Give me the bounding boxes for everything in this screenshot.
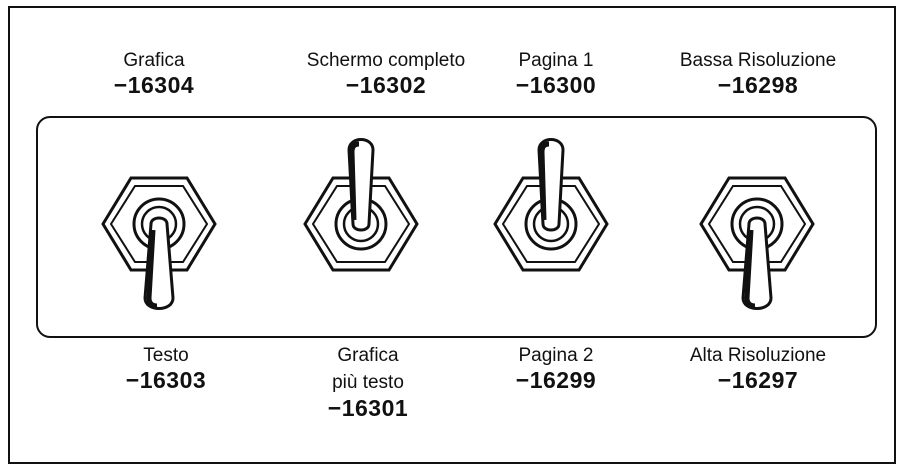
switch-1-toggle[interactable]	[97, 150, 221, 310]
switch-3-bottom-name: Pagina 2	[518, 345, 594, 366]
switch-2-top-name: Schermo completo	[306, 50, 466, 71]
switch-1-bottom-name: Testo	[143, 345, 189, 366]
diagram-frame	[8, 6, 896, 464]
switch-4-bottom-code: −16297	[717, 367, 799, 394]
switch-4-top-name: Bassa Risoluzione	[679, 50, 837, 71]
switch-1-top-label: Grafica −16304	[44, 50, 264, 99]
switch-4-top-label: Bassa Risoluzione −16298	[642, 50, 874, 99]
switch-1-bottom-label: Testo −16303	[56, 345, 276, 394]
switch-3-top-label: Pagina 1 −16300	[446, 50, 666, 99]
switch-3-bottom-code: −16299	[515, 367, 597, 394]
switch-2-bottom-label: Grafica più testo −16301	[258, 345, 478, 421]
switch-3-top-name: Pagina 1	[518, 50, 594, 71]
switch-1-top-code: −16304	[113, 72, 195, 99]
switch-2-toggle[interactable]	[299, 136, 423, 296]
switch-2-bottom-code: −16301	[327, 394, 409, 421]
switch-4-bottom-name: Alta Risoluzione	[689, 345, 827, 366]
switch-4-toggle[interactable]	[695, 150, 819, 310]
switch-4-bottom-label: Alta Risoluzione −16297	[648, 345, 868, 394]
switch-3-toggle[interactable]	[489, 136, 613, 296]
switch-2-bottom-name: Grafica	[337, 345, 399, 366]
switch-4-top-code: −16298	[717, 72, 799, 99]
switch-2-top-code: −16302	[345, 72, 427, 99]
switch-2-bottom-name2: più testo	[332, 372, 404, 394]
switch-1-top-name: Grafica	[123, 50, 185, 71]
switch-1-bottom-code: −16303	[125, 367, 207, 394]
switch-2-top-label: Schermo completo −16302	[266, 50, 506, 99]
switch-3-bottom-label: Pagina 2 −16299	[446, 345, 666, 394]
switch-panel	[36, 116, 877, 338]
switch-3-top-code: −16300	[515, 72, 597, 99]
